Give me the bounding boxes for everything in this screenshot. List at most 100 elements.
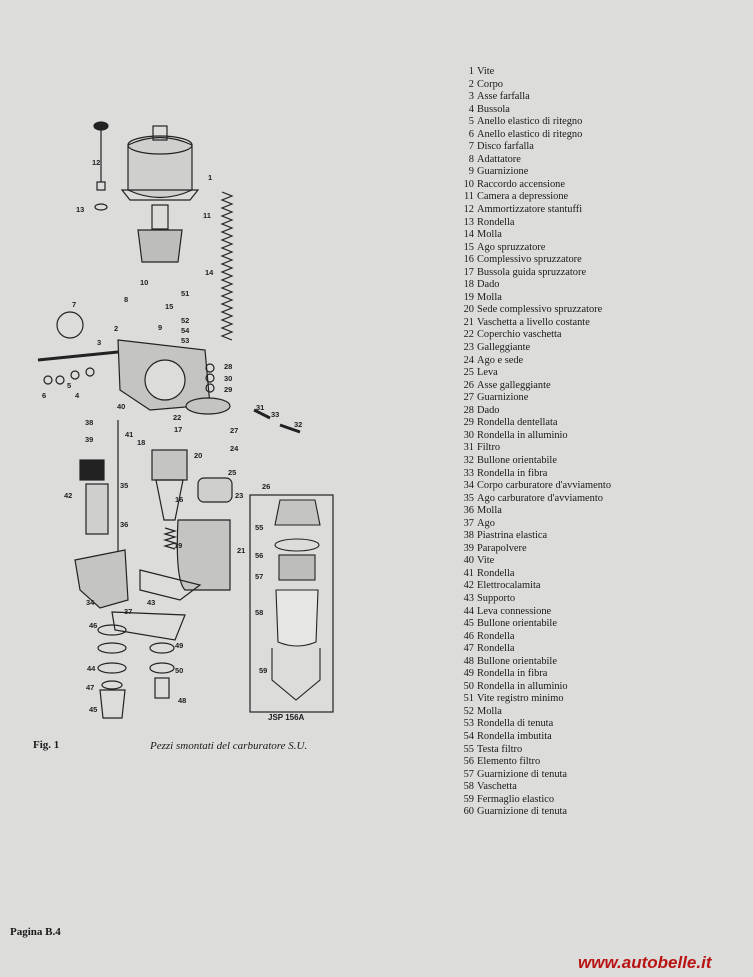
callout-number: 50	[175, 666, 183, 675]
part-number: 27	[463, 392, 474, 404]
figure-caption: Pezzi smontati del carburatore S.U.	[150, 740, 308, 752]
callout-number: 10	[140, 278, 148, 287]
callout-number: 20	[194, 451, 202, 460]
callout-number: 34	[86, 598, 95, 607]
part-name: Molla	[477, 291, 502, 303]
callout-number: 7	[72, 300, 76, 309]
part-number: 11	[463, 191, 474, 203]
callout-number: 11	[203, 211, 211, 220]
part-number: 45	[463, 618, 474, 630]
callout-number: 27	[230, 426, 238, 435]
part-number: 48	[463, 655, 474, 667]
callout-number: 49	[175, 641, 183, 650]
part-name: Piastrina elastica	[477, 530, 548, 542]
part-name: Adattatore	[477, 153, 521, 165]
callout-number: 56	[255, 551, 263, 560]
part-number: 2	[468, 78, 474, 90]
page-number: Pagina B.4	[10, 926, 61, 938]
callout-number: 3	[97, 338, 101, 347]
part-name: Elemento filtro	[477, 756, 541, 768]
watermark: www.autobelle.it	[578, 953, 712, 972]
part-number: 21	[463, 316, 474, 328]
callout-number: 52	[181, 316, 189, 325]
part-name: Bullone orientabile	[477, 655, 557, 667]
part-number: 19	[463, 291, 474, 303]
part-number: 32	[463, 454, 474, 466]
part-name: Vite registro minimo	[477, 693, 564, 705]
callout-number: 57	[255, 572, 263, 581]
callout-number: 41	[125, 430, 133, 439]
part-number: 35	[463, 492, 474, 504]
part-number: 16	[463, 254, 474, 266]
part-number: 60	[463, 806, 474, 818]
callout-number: 46	[89, 621, 97, 630]
part-number: 26	[463, 379, 474, 391]
part-number: 52	[463, 705, 474, 717]
part-name: Disco farfalla	[477, 141, 534, 153]
figure-label: Fig. 1	[33, 739, 60, 751]
drawing-code: JSP 156A	[268, 713, 305, 722]
part-name: Fermaglio elastico	[477, 793, 555, 805]
callout-number: 54	[181, 326, 190, 335]
callout-number: 13	[76, 205, 84, 214]
callout-number: 36	[120, 520, 128, 529]
part-number: 41	[463, 567, 474, 579]
callout-number: 31	[256, 403, 264, 412]
callout-number: 35	[120, 481, 128, 490]
part-name: Anello elastico di ritegno	[477, 116, 583, 128]
part-number: 14	[463, 229, 474, 241]
callout-number: 30	[224, 374, 232, 383]
part-name: Rondella	[477, 630, 515, 642]
part-name: Elettrocalamita	[477, 580, 541, 592]
callout-number: 9	[158, 323, 162, 332]
part-name: Bullone orientabile	[477, 454, 557, 466]
part-name: Rondella di tenuta	[477, 718, 554, 730]
callout-number: 37	[124, 607, 132, 616]
part-number: 38	[463, 530, 474, 542]
part-number: 39	[463, 542, 474, 554]
callout-number: 22	[173, 413, 181, 422]
part-number: 18	[463, 279, 474, 291]
callout-number: 15	[165, 302, 173, 311]
part-number: 49	[463, 668, 474, 680]
part-number: 42	[463, 580, 474, 592]
part-name: Guarnizione di tenuta	[477, 768, 568, 780]
part-name: Ago spruzzatore	[477, 241, 546, 253]
part-name: Galleggiante	[477, 342, 531, 354]
part-number: 15	[463, 241, 474, 253]
part-name: Ammortizzatore stantuffi	[477, 204, 583, 216]
part-name: Leva	[477, 367, 498, 379]
part-name: Corpo carburatore d'avviamento	[477, 480, 612, 492]
part-name: Bullone orientabile	[477, 618, 557, 630]
part-name: Rondella dentellata	[477, 417, 558, 429]
part-number: 34	[463, 480, 474, 492]
part-number: 5	[468, 116, 474, 128]
part-name: Dado	[477, 279, 500, 291]
part-number: 36	[463, 505, 474, 517]
part-name: Guarnizione di tenuta	[477, 806, 568, 818]
part-number: 7	[468, 141, 474, 153]
part-name: Rondella imbutita	[477, 730, 552, 742]
